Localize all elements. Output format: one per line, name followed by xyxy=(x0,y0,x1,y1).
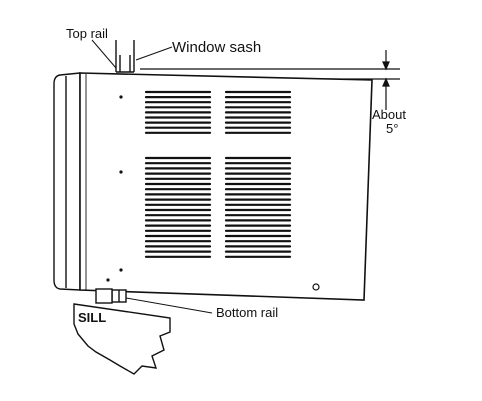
leader-lines xyxy=(91,39,213,314)
label-top-rail: Top rail xyxy=(66,26,108,41)
vent-grille xyxy=(144,90,292,258)
label-angle: 5° xyxy=(386,121,398,136)
label-sill: SILL xyxy=(78,310,106,325)
label-bottom-rail: Bottom rail xyxy=(216,305,278,320)
label-about: About xyxy=(372,107,406,122)
window-sill xyxy=(73,288,171,375)
unit-cabinet xyxy=(79,72,373,301)
window-sash xyxy=(115,40,135,73)
front-panel xyxy=(53,72,81,291)
label-window-sash: Window sash xyxy=(172,39,261,56)
screw-dots xyxy=(106,95,123,282)
drain-screw xyxy=(312,283,320,291)
bottom-rail xyxy=(111,289,127,303)
